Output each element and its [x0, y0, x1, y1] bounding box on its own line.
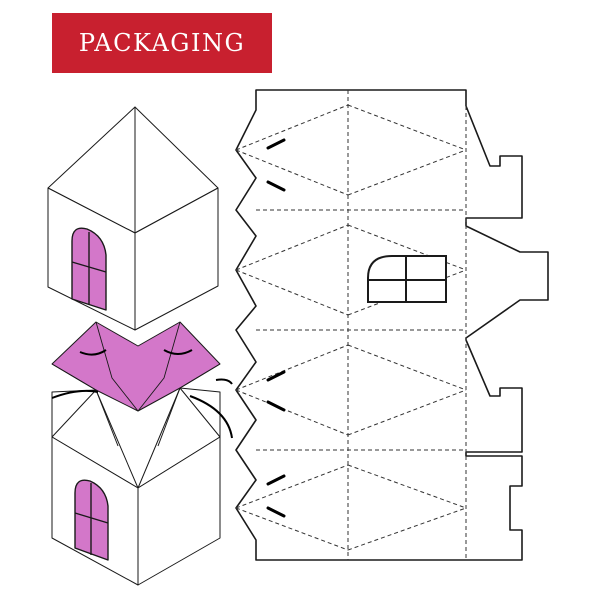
- packaging-banner: PACKAGING: [52, 13, 272, 73]
- window-cutout: [367, 255, 447, 303]
- dieline-outline: [235, 89, 549, 561]
- window-icon: [74, 479, 109, 561]
- tuck-slits: [266, 138, 286, 518]
- fold-lines: [235, 90, 467, 560]
- wall-right: [134, 187, 219, 331]
- closed-box-icon: [47, 106, 219, 331]
- banner-background: [52, 13, 272, 73]
- dieline-template: [235, 89, 549, 561]
- banner-text: PACKAGING: [78, 29, 246, 57]
- open-box-icon: [51, 321, 233, 586]
- open-wall-right: [137, 436, 221, 586]
- window-icon: [71, 227, 107, 311]
